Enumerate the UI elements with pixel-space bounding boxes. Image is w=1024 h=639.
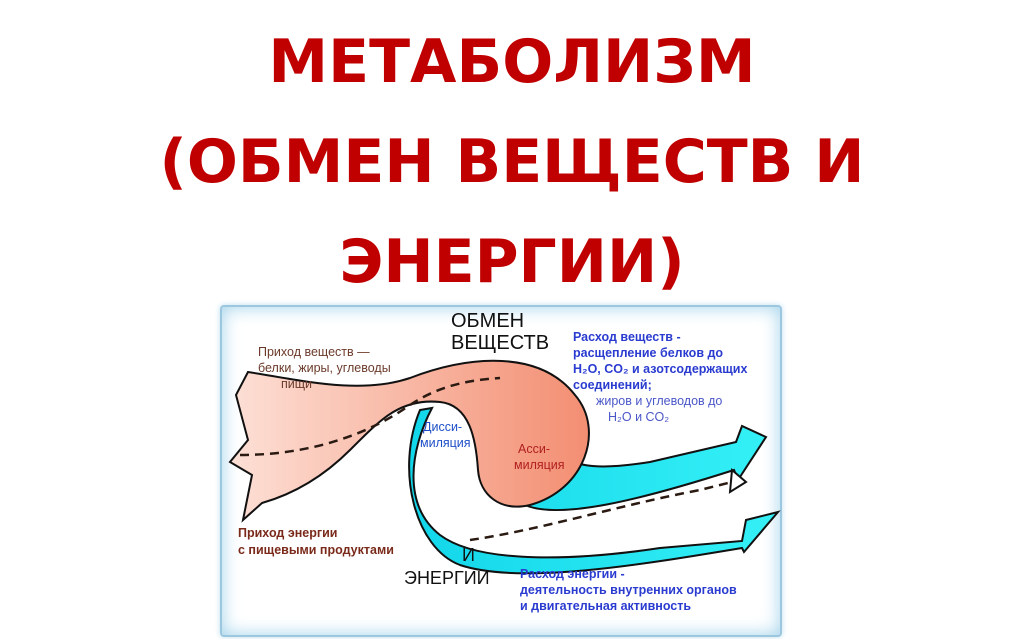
diagram-heading-i: И (462, 545, 475, 565)
title-line-1: МЕТАБОЛИЗМ (268, 27, 756, 97)
output-substances-line-4: соединений; (573, 378, 652, 392)
diagram-heading-obmen: ОБМЕН (451, 310, 524, 332)
substance-dashed-line (239, 376, 501, 457)
intake-substances-line-2: белки, жиры, углеводы (258, 361, 391, 375)
intake-substances-line-3: пищи (281, 377, 312, 391)
intake-energy-line-1: Приход энергии (238, 526, 337, 540)
diagram-heading-energii: ЭНЕРГИИ (404, 568, 490, 588)
substance-flow-ribbon (228, 359, 590, 523)
energy-dashed-line (469, 478, 741, 542)
assimilation-line-1: Асси- (518, 442, 550, 456)
output-fats-line-2: H₂O и CO₂ (608, 410, 669, 424)
assimilation-line-2: миляция (514, 458, 565, 472)
intake-substances-line-1: Приход веществ — (258, 345, 370, 359)
output-substances-line-1: Расход веществ - (573, 330, 681, 344)
intake-energy-line-2: с пищевыми продуктами (238, 543, 394, 557)
dissimilation-line-2: миляция (420, 436, 471, 450)
page-title: МЕТАБОЛИЗМ (ОБМЕН ВЕЩЕСТВ И ЭНЕРГИИ) (0, 12, 1024, 312)
output-fats-line-1: жиров и углеводов до (596, 394, 722, 408)
output-energy-line-3: и двигательная активность (520, 599, 691, 613)
dissimilation-line-1: Дисси- (423, 420, 462, 434)
output-energy-line-1: Расход энергии - (520, 567, 625, 581)
energy-dashed-arrowhead (728, 467, 748, 494)
diagram-heading-veshchestv: ВЕЩЕСТВ (451, 332, 549, 354)
output-substances-line-2: расщепление белков до (573, 346, 723, 360)
output-substances-line-3: H₂O, CO₂ и азотсодержащих (573, 362, 747, 376)
title-line-3: ЭНЕРГИИ) (339, 227, 685, 297)
title-line-2: (ОБМЕН ВЕЩЕСТВ И (159, 127, 865, 197)
output-energy-line-2: деятельность внутренних органов (520, 583, 737, 597)
